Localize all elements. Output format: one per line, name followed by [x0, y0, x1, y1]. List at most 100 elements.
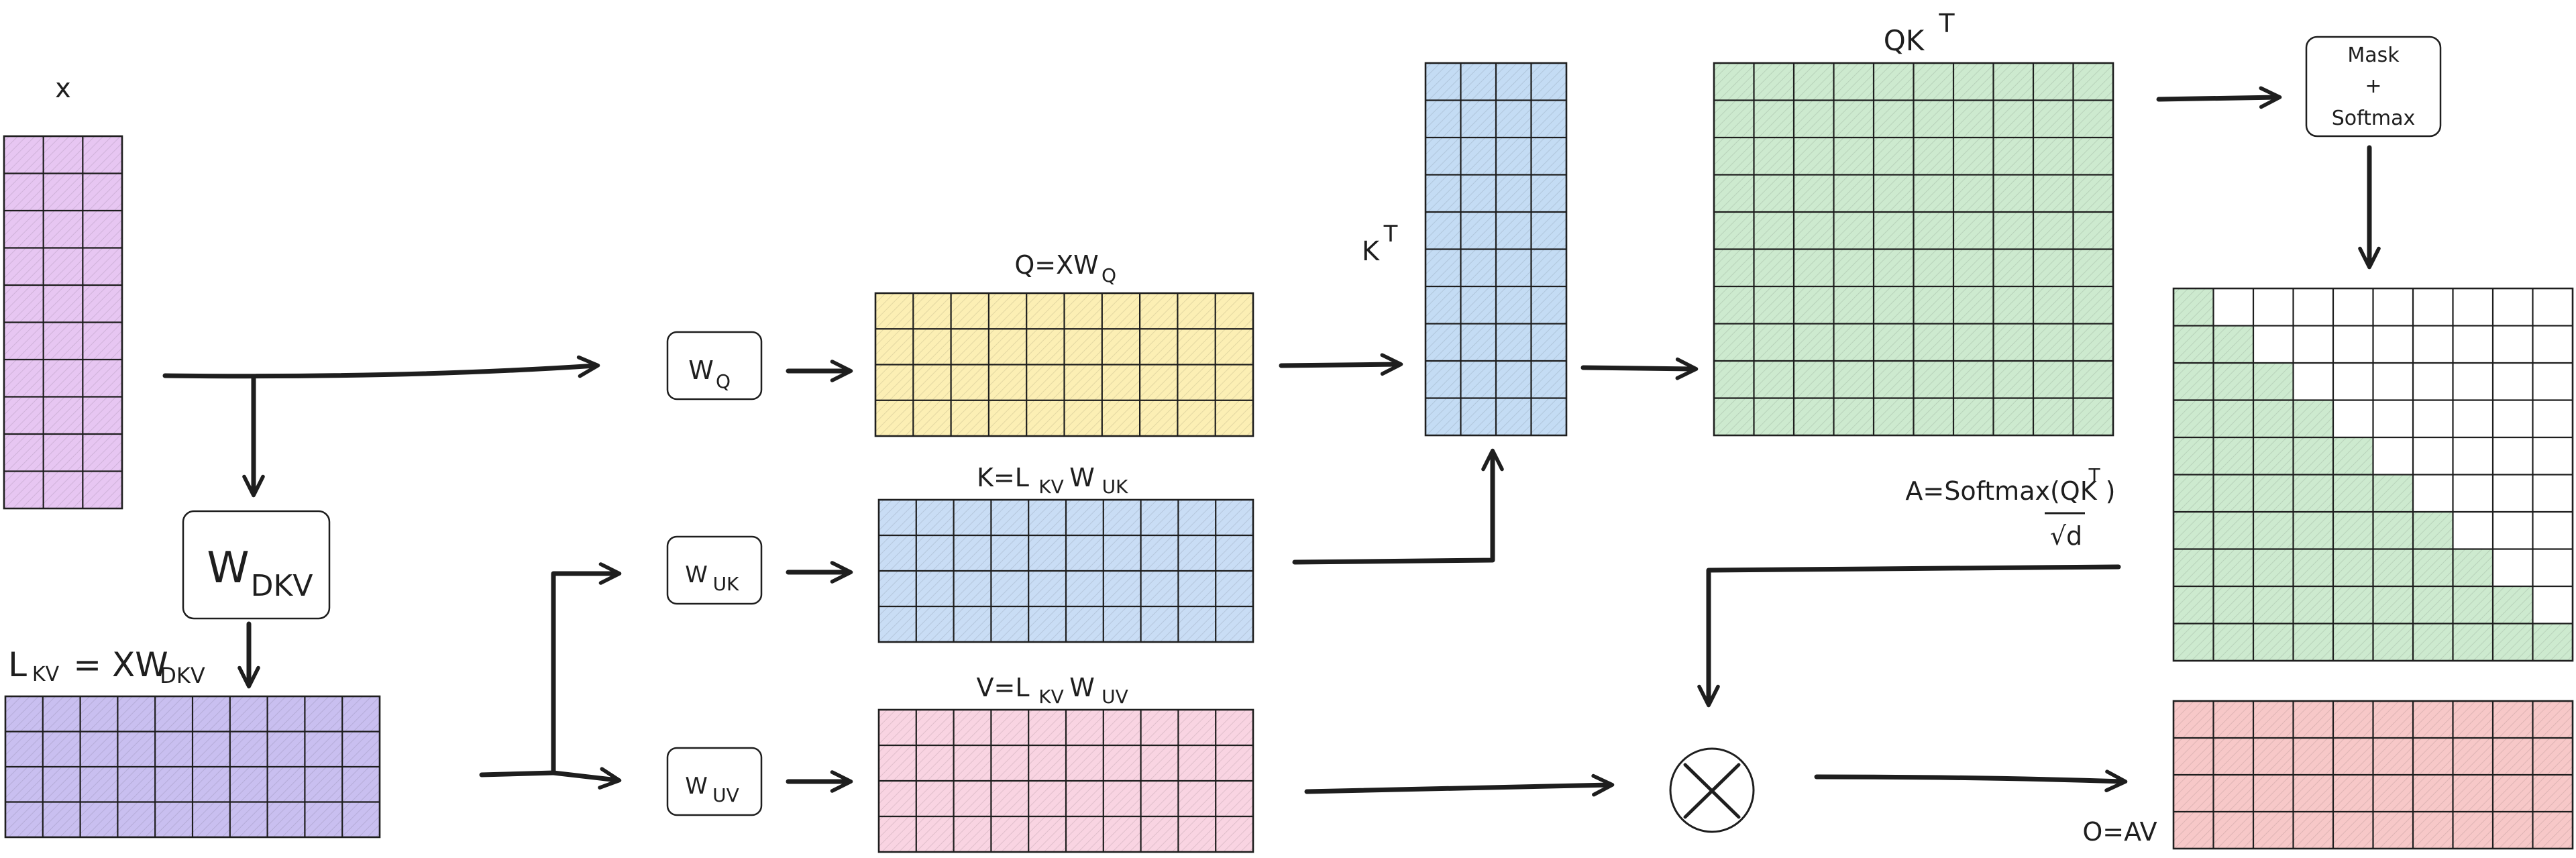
- matrix-cell: [2293, 288, 2333, 326]
- matrix-border: [1713, 62, 2114, 437]
- matrix-cell-hatch: [1460, 174, 1496, 212]
- mask-label: Mask: [2347, 44, 2400, 67]
- multiply-icon: [1669, 747, 1755, 833]
- matrix-cell-hatch: [2174, 474, 2214, 512]
- matrix-cell: [2413, 474, 2453, 512]
- matrix-cell-hatch: [155, 802, 193, 837]
- matrix-cell-hatch: [1714, 249, 1754, 286]
- matrix-cell-hatch: [305, 802, 343, 837]
- matrix-cell-hatch: [2253, 437, 2294, 475]
- matrix-cell-hatch: [1028, 745, 1066, 781]
- matrix-cell-hatch: [1913, 323, 1953, 361]
- matrix-cell-hatch: [4, 434, 44, 472]
- matrix-cell-hatch: [1216, 816, 1253, 852]
- matrix-cell: [2373, 325, 2413, 363]
- matrix-cell-hatch: [1426, 174, 1461, 212]
- matrix-cell-hatch: [43, 322, 83, 360]
- matrix-cell-hatch: [1140, 710, 1179, 745]
- matrix-cell-hatch: [2174, 288, 2214, 326]
- matrix-cell-hatch: [916, 535, 954, 571]
- matrix-cell-hatch: [1714, 361, 1754, 398]
- matrix-cell-hatch: [879, 606, 916, 642]
- matrix-cell-hatch: [1754, 286, 1794, 324]
- matrix-cell-hatch: [193, 802, 230, 837]
- matrix-cell: [2333, 400, 2373, 437]
- matrix-cell-hatch: [1178, 710, 1216, 745]
- matrix-cell-hatch: [4, 136, 44, 174]
- matrix-cell-hatch: [1064, 329, 1102, 365]
- q-label: Q=XW Q: [1014, 250, 1116, 286]
- matrix-cell-hatch: [1026, 293, 1065, 329]
- matrix-cell-hatch: [1426, 63, 1461, 101]
- matrix-cell-hatch: [1794, 323, 1834, 361]
- matrix-cell-hatch: [2333, 512, 2373, 549]
- matrix-cell-hatch: [2253, 400, 2294, 437]
- matrix-cell-hatch: [1177, 329, 1216, 365]
- matrix-cell-hatch: [1953, 63, 1994, 101]
- matrix-cell-hatch: [342, 696, 380, 732]
- matrix-cell: [2453, 363, 2493, 400]
- matrix-cell: [2532, 325, 2573, 363]
- matrix-cell-hatch: [1993, 212, 2033, 250]
- matrix-cell-hatch: [2293, 512, 2333, 549]
- matrix-cell-hatch: [2213, 363, 2253, 400]
- matrix-cell-hatch: [1178, 816, 1216, 852]
- matrix-cell-hatch: [2493, 701, 2533, 738]
- matrix-cell-hatch: [2033, 323, 2074, 361]
- matrix-cell-hatch: [2453, 701, 2493, 738]
- matrix-cell: [2413, 363, 2453, 400]
- matrix-border: [4, 695, 381, 839]
- matrix-cell-hatch: [1714, 212, 1754, 250]
- matrix-cell-hatch: [117, 696, 156, 732]
- matrix-cell: [2532, 437, 2573, 475]
- matrix-cell: [2413, 437, 2453, 475]
- matrix-cell-hatch: [1794, 100, 1834, 138]
- arrow-v-to-multiply: [1304, 773, 1615, 797]
- matrix-cell-hatch: [1874, 286, 1914, 324]
- matrix-cell-hatch: [1496, 249, 1532, 286]
- matrix-cell-hatch: [1993, 361, 2033, 398]
- matrix-cell-hatch: [953, 745, 991, 781]
- matrix-cell: [2413, 288, 2453, 326]
- matrix-cell-hatch: [1833, 174, 1874, 212]
- matrix-cell-hatch: [1993, 63, 2033, 101]
- matrix-cell-hatch: [2174, 701, 2214, 738]
- matrix-cell-hatch: [1993, 286, 2033, 324]
- matrix-cell-hatch: [953, 710, 991, 745]
- matrix-border: [3, 135, 123, 510]
- matrix-cell-hatch: [80, 767, 118, 802]
- matrix-cell-hatch: [1215, 293, 1253, 329]
- matrix-cell-hatch: [1953, 100, 1994, 138]
- wuk-box: W UK: [666, 535, 763, 605]
- matrix-cell-hatch: [2253, 549, 2294, 586]
- matrix-cell: [2532, 586, 2573, 624]
- matrix-cell-hatch: [2373, 586, 2413, 624]
- matrix-cell-hatch: [916, 710, 954, 745]
- matrix-cell-hatch: [2373, 812, 2413, 849]
- matrix-cell-hatch: [1913, 286, 1953, 324]
- matrix-cell-hatch: [2532, 623, 2573, 661]
- matrix-cell-hatch: [1794, 63, 1834, 101]
- matrix-cell-hatch: [2293, 549, 2333, 586]
- matrix-cell-hatch: [1216, 781, 1253, 816]
- matrix-cell-hatch: [2453, 586, 2493, 624]
- matrix-cell-hatch: [1714, 286, 1754, 324]
- matrix-cell-hatch: [1833, 249, 1874, 286]
- matrix-cell-hatch: [1496, 174, 1532, 212]
- matrix-cell-hatch: [1794, 138, 1834, 175]
- matrix-cell-hatch: [1460, 286, 1496, 324]
- svg-text:T: T: [1938, 9, 1955, 38]
- svg-text:KV: KV: [32, 663, 60, 686]
- matrix-cell-hatch: [42, 767, 80, 802]
- matrix-cell-hatch: [1140, 606, 1179, 642]
- matrix-cell-hatch: [1028, 535, 1066, 571]
- matrix-cell-hatch: [913, 400, 951, 436]
- matrix-cell-hatch: [1103, 606, 1141, 642]
- matrix-cell-hatch: [83, 471, 122, 508]
- matrix-cell-hatch: [2073, 323, 2113, 361]
- arrow-q-to-kt: [1279, 353, 1403, 376]
- matrix-cell-hatch: [988, 364, 1027, 400]
- matrix-cell-hatch: [80, 731, 118, 767]
- matrix-cell-hatch: [1028, 571, 1066, 606]
- matrix-cell-hatch: [1066, 571, 1104, 606]
